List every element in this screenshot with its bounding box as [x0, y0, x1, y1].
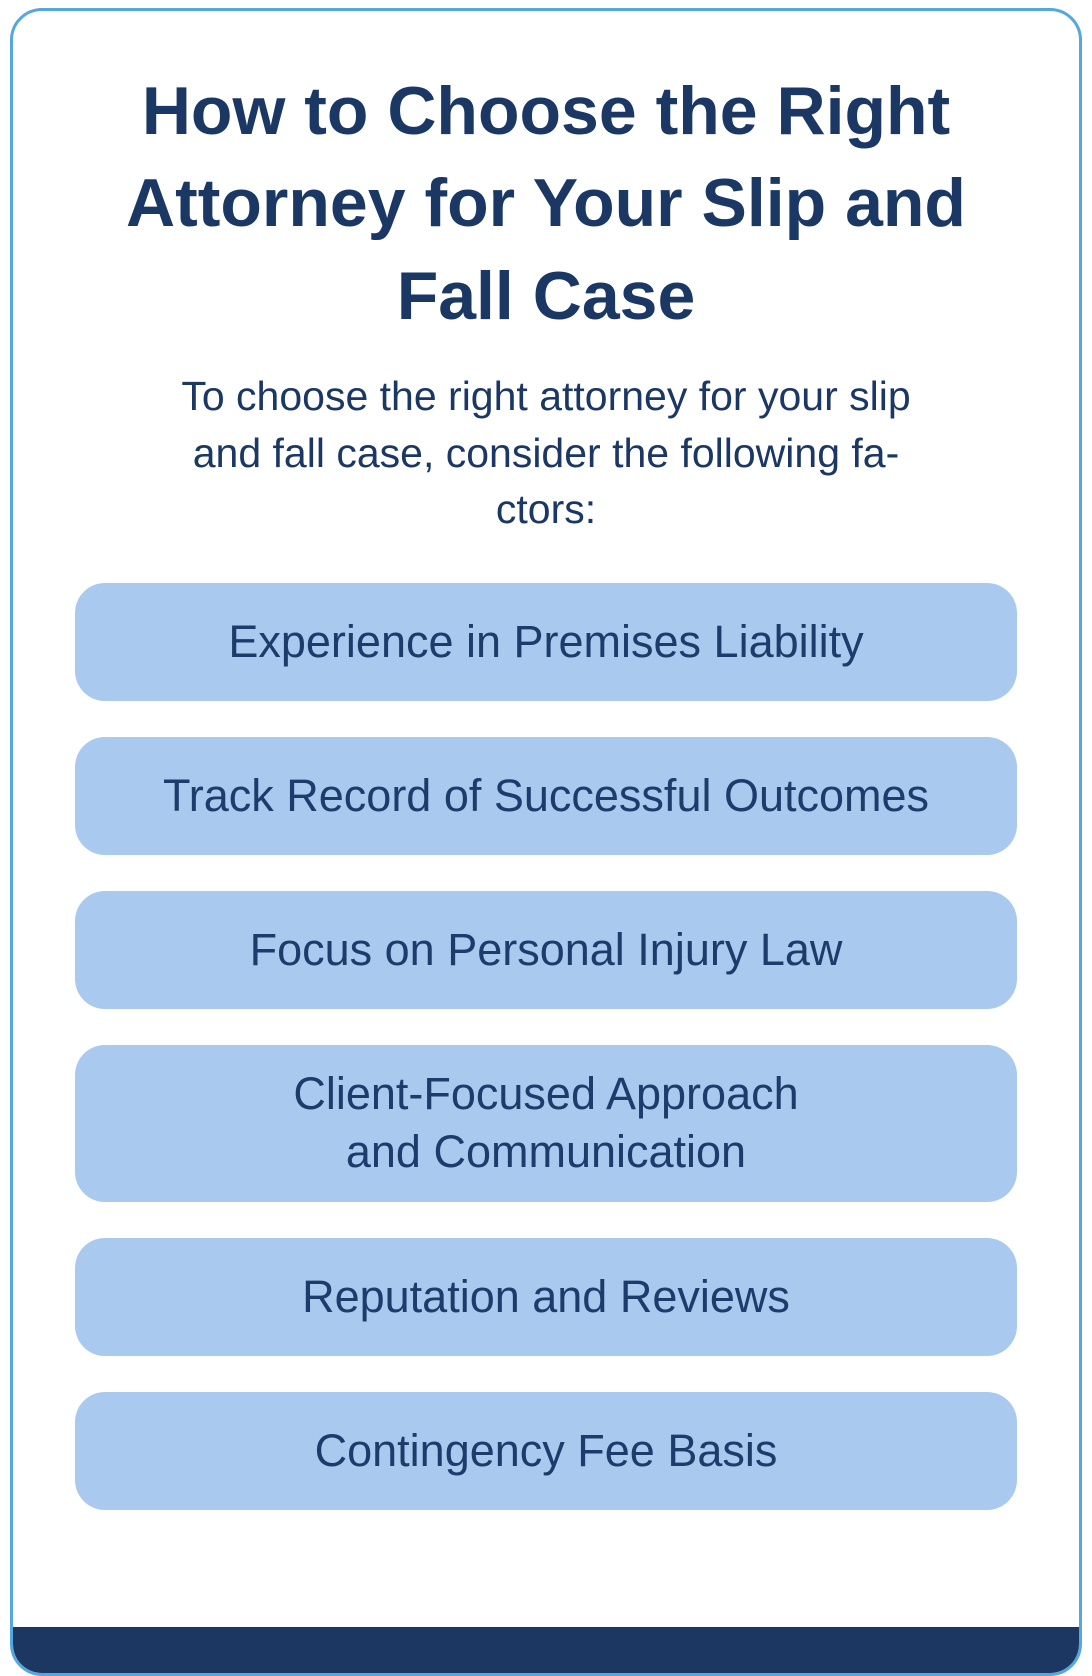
factor-pill-reputation-reviews: Reputation and Reviews — [75, 1237, 1017, 1356]
factor-pill-label: Focus on Personal Injury Law — [249, 923, 843, 975]
factor-pill-label: Contingency Fee Basis — [314, 1424, 778, 1476]
infographic-card: How to Choose the Right Attorney for You… — [10, 8, 1082, 1676]
factor-pill-experience-premises-liability: Experience in Premises Liability — [75, 582, 1017, 701]
intro-text: To choose the right attorney for your sl… — [181, 373, 911, 532]
page-title: How to Choose the Right Attorney for You… — [126, 73, 966, 334]
factor-pill-label: Reputation and Reviews — [302, 1270, 790, 1322]
factor-pill-label: Client-Focused Approach and Communicatio… — [293, 1067, 799, 1178]
factor-pill-client-focused-approach: Client-Focused Approach and Communicatio… — [75, 1044, 1017, 1202]
factor-list: Experience in Premises Liability Track R… — [75, 582, 1017, 1510]
factor-pill-contingency-fee: Contingency Fee Basis — [75, 1391, 1017, 1510]
factor-pill-personal-injury-law: Focus on Personal Injury Law — [75, 890, 1017, 1009]
footer-bar — [13, 1627, 1079, 1673]
factor-pill-label: Experience in Premises Liability — [228, 615, 864, 667]
factor-pill-label: Track Record of Successful Outcomes — [162, 769, 930, 821]
factor-pill-track-record: Track Record of Successful Outcomes — [75, 736, 1017, 855]
